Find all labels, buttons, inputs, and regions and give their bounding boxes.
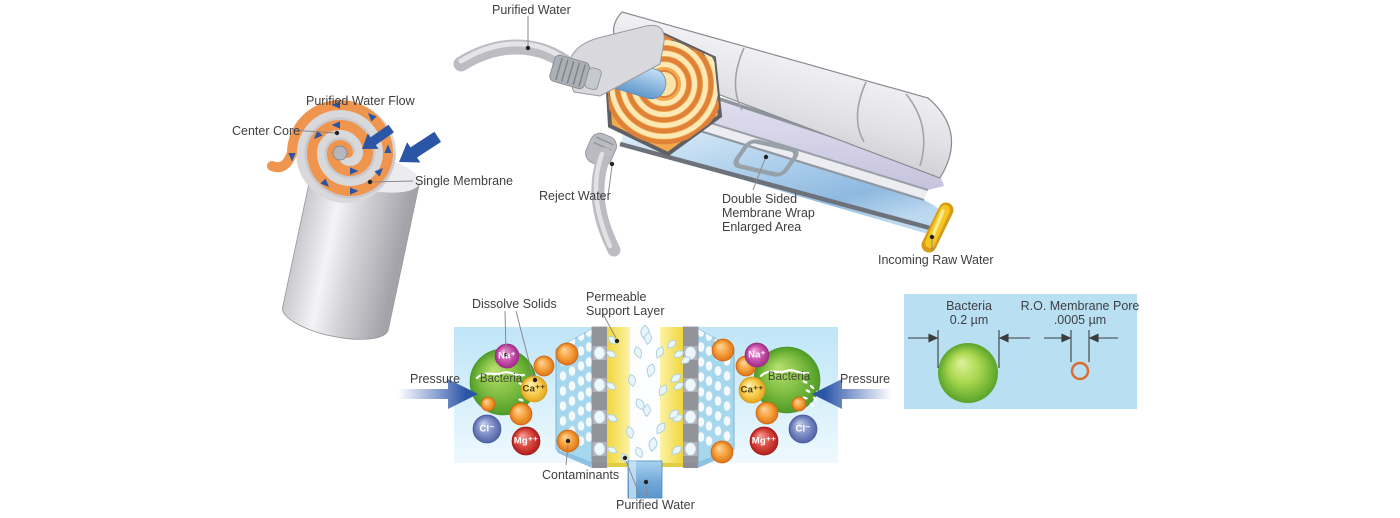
contaminants-label: Contaminants: [542, 468, 620, 482]
outlet-highlight: [629, 461, 636, 498]
purified-water-bottom-label: Purified Water: [616, 498, 695, 512]
purified-water-top-label: Purified Water: [492, 3, 571, 17]
dimension-lines: [908, 330, 1118, 368]
comparison-box: [904, 294, 1137, 409]
enlarged-area-marker: [733, 139, 799, 177]
ions-left: [472, 342, 580, 456]
ion-mg-left: Mg⁺⁺: [513, 435, 539, 447]
permeable-line2: Support Layer: [586, 304, 665, 318]
ion-ca-left: Ca⁺⁺: [522, 383, 546, 395]
permeable-line1: Permeable: [586, 290, 647, 304]
membrane-wrap-line1: Double Sided: [722, 192, 798, 206]
reject-water-tube: [585, 132, 621, 257]
membrane-module-graphic: [453, 11, 954, 257]
size-comparison-graphic: [904, 294, 1137, 409]
membrane-panel: [555, 326, 630, 468]
bacteria-size-label: Bacteria 0.2 µm: [913, 299, 1025, 327]
ion-cl-right: Cl⁻: [795, 423, 811, 435]
pore-size-label: R.O. Membrane Pore .0005 µm: [1017, 299, 1143, 327]
bacteria-size-name: Bacteria: [946, 299, 992, 313]
leader-dots: [334, 45, 935, 485]
center-core-shape: [332, 145, 348, 161]
permeable-support-label: Permeable Support Layer: [586, 290, 665, 318]
pore-size-value: .0005 µm: [1053, 313, 1107, 327]
bacteria-sphere: [938, 343, 998, 403]
bacteria-left-label: Bacteria: [479, 373, 523, 385]
reject-water-label: Reject Water: [539, 189, 611, 203]
dissolve-solids-label: Dissolve Solids: [472, 297, 557, 311]
ion-ca-right: Ca⁺⁺: [740, 384, 764, 396]
membrane-wrap-line3: Enlarged Area: [722, 220, 802, 234]
membrane-pore-circle: [1070, 361, 1090, 381]
pressure-arrow-left: [398, 379, 478, 409]
ion-na-left: Na⁺: [498, 350, 516, 362]
leader-lines: [291, 16, 933, 497]
ions-right: [710, 338, 818, 464]
pressure-right-label: Pressure: [840, 372, 891, 386]
bacteria-right-label: Bacteria: [767, 371, 811, 383]
spiral-inset-graphic: [267, 100, 445, 340]
center-core-label: Center Core: [232, 124, 301, 138]
pore-size-name: R.O. Membrane Pore: [1020, 299, 1140, 313]
purified-water-flow-label: Purified Water Flow: [306, 94, 415, 108]
pressure-arrow-right: [812, 379, 892, 409]
pressure-left-label: Pressure: [410, 372, 461, 386]
cross-section-graphic: [398, 324, 892, 499]
ion-mg-right: Mg⁺⁺: [751, 435, 777, 447]
housing-seams: [734, 47, 925, 167]
ion-na-right: Na⁺: [748, 349, 766, 361]
single-membrane-label: Single Membrane: [415, 174, 513, 188]
bacteria-size-value: 0.2 µm: [949, 313, 989, 327]
single-membrane-spiral: [267, 100, 394, 196]
ion-cl-left: Cl⁻: [479, 423, 495, 435]
membrane-wrap-line2: Membrane Wrap: [722, 206, 815, 220]
membrane-wrap-label: Double Sided Membrane Wrap Enlarged Area: [722, 192, 815, 234]
incoming-raw-water-label: Incoming Raw Water: [878, 253, 994, 267]
tube-fitting: [549, 54, 602, 91]
